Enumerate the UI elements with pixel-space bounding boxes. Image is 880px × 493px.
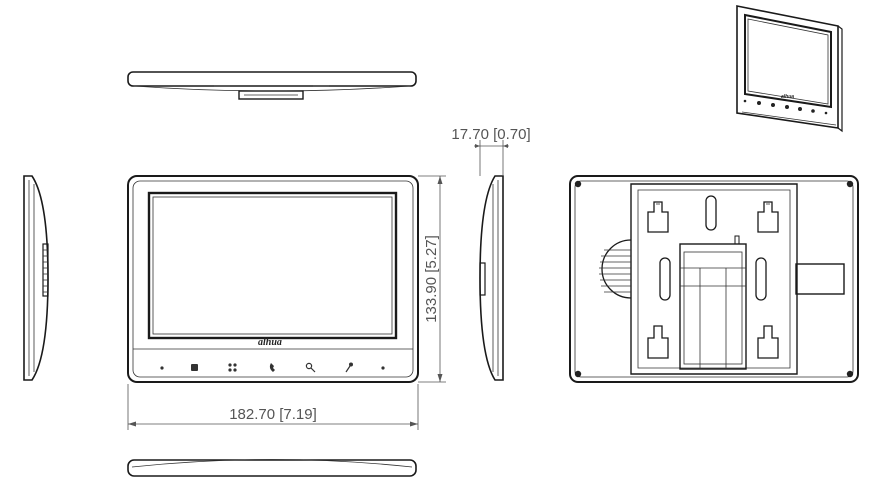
perspective-buttons bbox=[743, 99, 828, 115]
mounting-slot bbox=[705, 195, 717, 231]
mounting-slot bbox=[755, 257, 767, 301]
width-dimension-label: 182.70 [7.19] bbox=[229, 406, 317, 423]
right-side-view bbox=[479, 175, 504, 381]
menu-grid-icon bbox=[228, 363, 237, 372]
front-view: alhua bbox=[127, 175, 419, 383]
perspective-logo: alhua bbox=[781, 94, 794, 100]
screen bbox=[147, 191, 398, 340]
height-dimension: 133.90 [5.27] bbox=[418, 175, 446, 383]
back-view bbox=[569, 175, 859, 383]
mounting-hook bbox=[757, 325, 779, 359]
depth-dimension-label: 17.70 [0.70] bbox=[451, 126, 530, 143]
speaker-grille-side bbox=[42, 243, 49, 297]
left-side-view bbox=[23, 175, 49, 381]
mic-icon bbox=[345, 362, 353, 373]
mounting-hook bbox=[647, 201, 669, 233]
top-view bbox=[127, 71, 417, 100]
monitor-icon bbox=[191, 364, 198, 371]
indicator-led-icon bbox=[160, 366, 164, 370]
perspective-screen bbox=[744, 13, 832, 109]
phone-icon bbox=[269, 363, 275, 372]
width-dimension: 182.70 [7.19] bbox=[127, 384, 419, 430]
bottom-view bbox=[127, 459, 417, 477]
front-buttons bbox=[160, 362, 385, 373]
mic-hole-icon bbox=[381, 366, 385, 370]
height-dimension-label: 133.90 [5.27] bbox=[423, 235, 440, 323]
speaker-grille bbox=[599, 239, 632, 299]
unlock-key-icon bbox=[305, 362, 316, 373]
corner-screw-icon bbox=[574, 370, 582, 378]
depth-dimension: 17.70 [0.70] bbox=[451, 126, 531, 176]
mounting-slot bbox=[659, 257, 671, 301]
label-plate bbox=[795, 263, 845, 295]
brand-logo: alhua bbox=[258, 337, 282, 348]
mounting-hook bbox=[647, 325, 669, 359]
corner-screw-icon bbox=[574, 180, 582, 188]
center-bracket bbox=[679, 235, 747, 370]
mounting-hook bbox=[757, 201, 779, 233]
corner-screw-icon bbox=[846, 370, 854, 378]
corner-screw-icon bbox=[846, 180, 854, 188]
perspective-view: alhua bbox=[736, 5, 843, 133]
